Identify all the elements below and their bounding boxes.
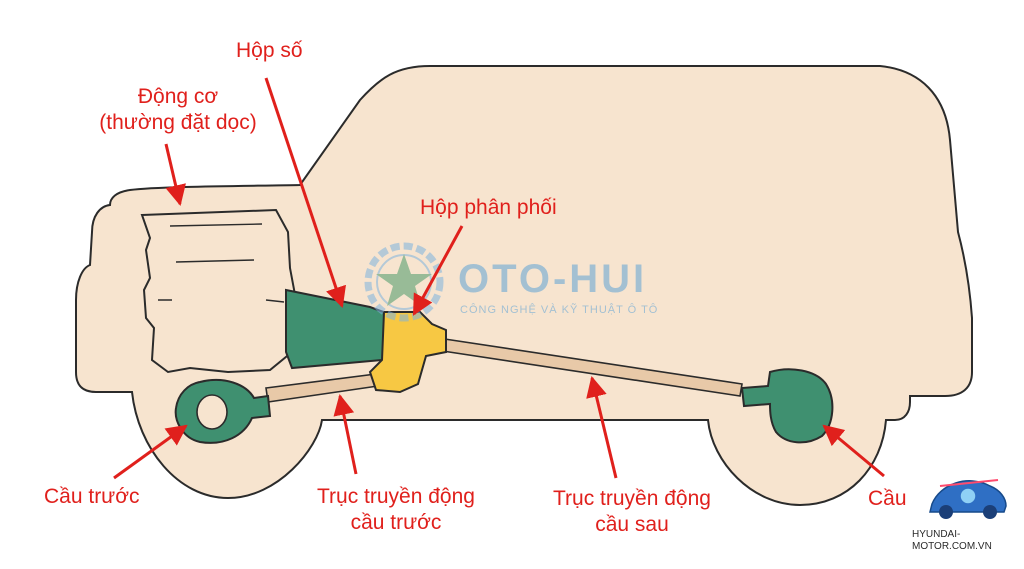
- label-rear-axle: Cầu sau: [868, 487, 908, 510]
- arrow-gearbox: [264, 77, 346, 308]
- label-engine-line2: (thường đặt dọc): [99, 111, 257, 134]
- watermark-title: OTO-HUI: [458, 257, 648, 301]
- arrow-rear-shaft: [586, 375, 618, 479]
- arrow-front-shaft: [333, 393, 358, 475]
- label-rear-shaft-line1: Trục truyền động: [553, 487, 711, 510]
- label-rear-shaft: Trục truyền động cầu sau: [532, 486, 732, 538]
- label-front-axle: Cầu trước: [44, 485, 140, 508]
- label-transfer-case: Hộp phân phối: [420, 196, 557, 219]
- brand-url: HYUNDAI-MOTOR.COM.VN: [912, 529, 992, 552]
- label-front-shaft-line2: cầu trước: [350, 511, 442, 534]
- arrow-rear-axle: [822, 424, 885, 478]
- transfer-case-part: [368, 311, 447, 394]
- arrow-transfer-case: [412, 225, 464, 316]
- engine-block: [140, 208, 298, 374]
- label-gearbox: Hộp số: [236, 39, 303, 62]
- arrow-engine: [164, 143, 186, 207]
- rear-differential-part: [740, 368, 834, 444]
- watermark-subtitle: CÔNG NGHỆ VÀ KỸ THUẬT Ô TÔ: [460, 304, 659, 316]
- arrow-front-axle: [113, 424, 188, 480]
- label-front-shaft-line1: Trục truyền động: [317, 485, 475, 508]
- hyundai-motor-logo-icon: [906, 468, 1024, 548]
- label-engine: Động cơ (thường đặt dọc): [98, 84, 258, 136]
- label-engine-line1: Động cơ: [137, 85, 219, 108]
- label-rear-shaft-line2: cầu sau: [595, 513, 669, 536]
- label-front-shaft: Trục truyền động cầu trước: [296, 484, 496, 536]
